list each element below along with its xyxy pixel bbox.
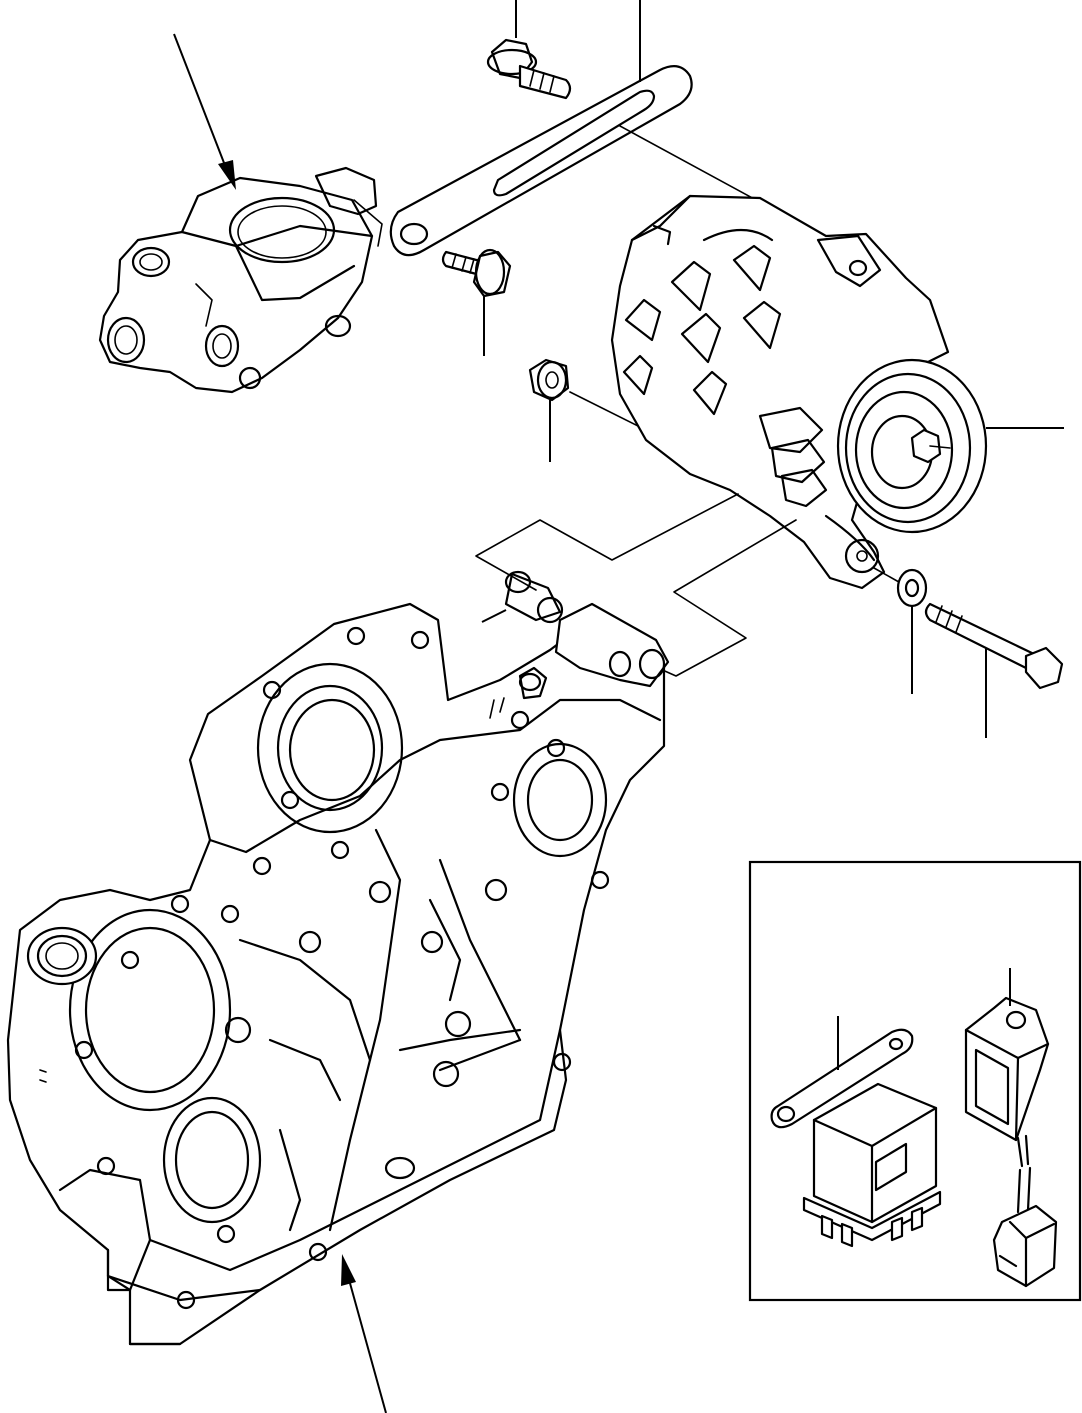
adjusting-bar (389, 65, 693, 257)
relay (770, 1028, 942, 1248)
flange-bolt-middle (441, 248, 512, 298)
leader-water-pump (173, 33, 227, 169)
arrow-water-pump (218, 160, 236, 190)
water-pump (98, 166, 383, 394)
flange-bolt-top (486, 38, 572, 100)
inset-frame (748, 860, 1082, 1302)
gear-case (6, 602, 670, 1346)
washer (896, 568, 928, 608)
leader-gear-case (347, 1275, 387, 1413)
alternator-pulley (836, 358, 988, 534)
leader-collar (481, 609, 507, 623)
alternator (610, 194, 950, 590)
nut (528, 358, 570, 402)
regulator (964, 996, 1058, 1288)
collar (504, 570, 564, 624)
mounting-bolt (924, 602, 1064, 690)
reference-bracket-left (475, 493, 739, 591)
arrow-gear-case (341, 1254, 356, 1286)
